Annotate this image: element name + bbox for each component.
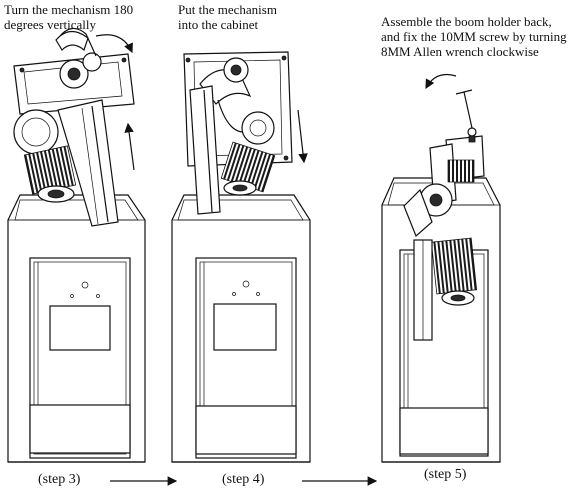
caption-step4-line1: Put the mechanism (178, 2, 277, 17)
allen-wrench-icon (455, 89, 477, 143)
mechanism-step3 (13, 27, 135, 227)
caption-step5-line3: 8MM Allen wrench clockwise (381, 44, 539, 59)
step-label-5: (step 5) (424, 467, 467, 482)
up-arrow-step3 (124, 122, 135, 171)
cabinet-step5 (381, 177, 501, 463)
caption-step3: Turn the mechanism 180 degrees verticall… (4, 2, 133, 32)
rotate-arrow-step3 (95, 34, 133, 54)
step-label-4: (step 4) (222, 472, 265, 487)
caption-step4: Put the mechanism into the cabinet (178, 2, 277, 32)
step-label-3: (step 3) (38, 472, 81, 487)
cabinet-step3 (7, 194, 146, 463)
caption-step5-line1: Assemble the boom holder back, (381, 14, 552, 29)
clockwise-arrow-step5 (425, 73, 457, 90)
mechanism-step4 (183, 51, 293, 215)
caption-step5-line2: and fix the 10MM screw by turning (381, 29, 567, 44)
caption-step5: Assemble the boom holder back, and fix t… (381, 14, 567, 59)
down-arrow-step4 (297, 109, 308, 164)
mechanism-step5 (403, 135, 485, 341)
caption-step3-line2: degrees vertically (4, 17, 97, 32)
cabinet-step4 (171, 194, 311, 463)
caption-step4-line2: into the cabinet (178, 17, 259, 32)
caption-step3-line1: Turn the mechanism 180 (4, 2, 134, 17)
